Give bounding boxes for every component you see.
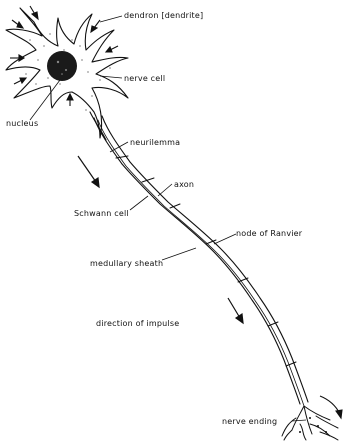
label-medullary-sheath: medullary sheath bbox=[90, 259, 163, 268]
label-node-of-ranvier: node of Ranvier bbox=[236, 229, 303, 238]
leader-axon bbox=[158, 184, 172, 196]
leader-nucleus bbox=[30, 80, 60, 120]
leader-schwann bbox=[130, 196, 148, 210]
nerve-ending-branches bbox=[282, 406, 338, 440]
label-direction-of-impulse: direction of impulse bbox=[96, 319, 179, 328]
label-axon: axon bbox=[174, 180, 194, 189]
ending-arrow bbox=[320, 396, 342, 418]
direction-arrow-upper bbox=[78, 156, 99, 187]
label-nerve-cell: nerve cell bbox=[124, 74, 165, 83]
leader-medullary bbox=[162, 248, 196, 260]
label-nucleus: nucleus bbox=[6, 119, 38, 128]
direction-arrow-lower bbox=[228, 298, 243, 323]
label-schwann-cell: Schwann cell bbox=[74, 209, 129, 218]
label-neurilemma: neurilemma bbox=[130, 138, 180, 147]
label-nerve-ending: nerve ending bbox=[222, 417, 277, 426]
label-dendron: dendron [dendrite] bbox=[124, 11, 203, 20]
nucleus-blob bbox=[47, 51, 77, 81]
leader-nerve-ending bbox=[292, 420, 306, 421]
leader-ranvier bbox=[214, 234, 236, 244]
leader-dendron bbox=[100, 16, 122, 22]
